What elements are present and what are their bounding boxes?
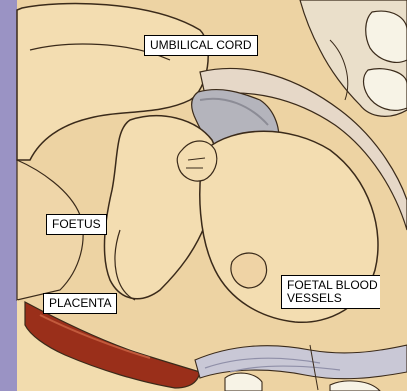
label-placenta: PLACENTA [43,293,117,314]
label-foetus: FOETUS [46,214,107,235]
label-umbilical-cord: UMBILICAL CORD [144,35,258,56]
label-foetal-blood-vessels: FOETAL BLOOD VESSELS [281,275,380,309]
